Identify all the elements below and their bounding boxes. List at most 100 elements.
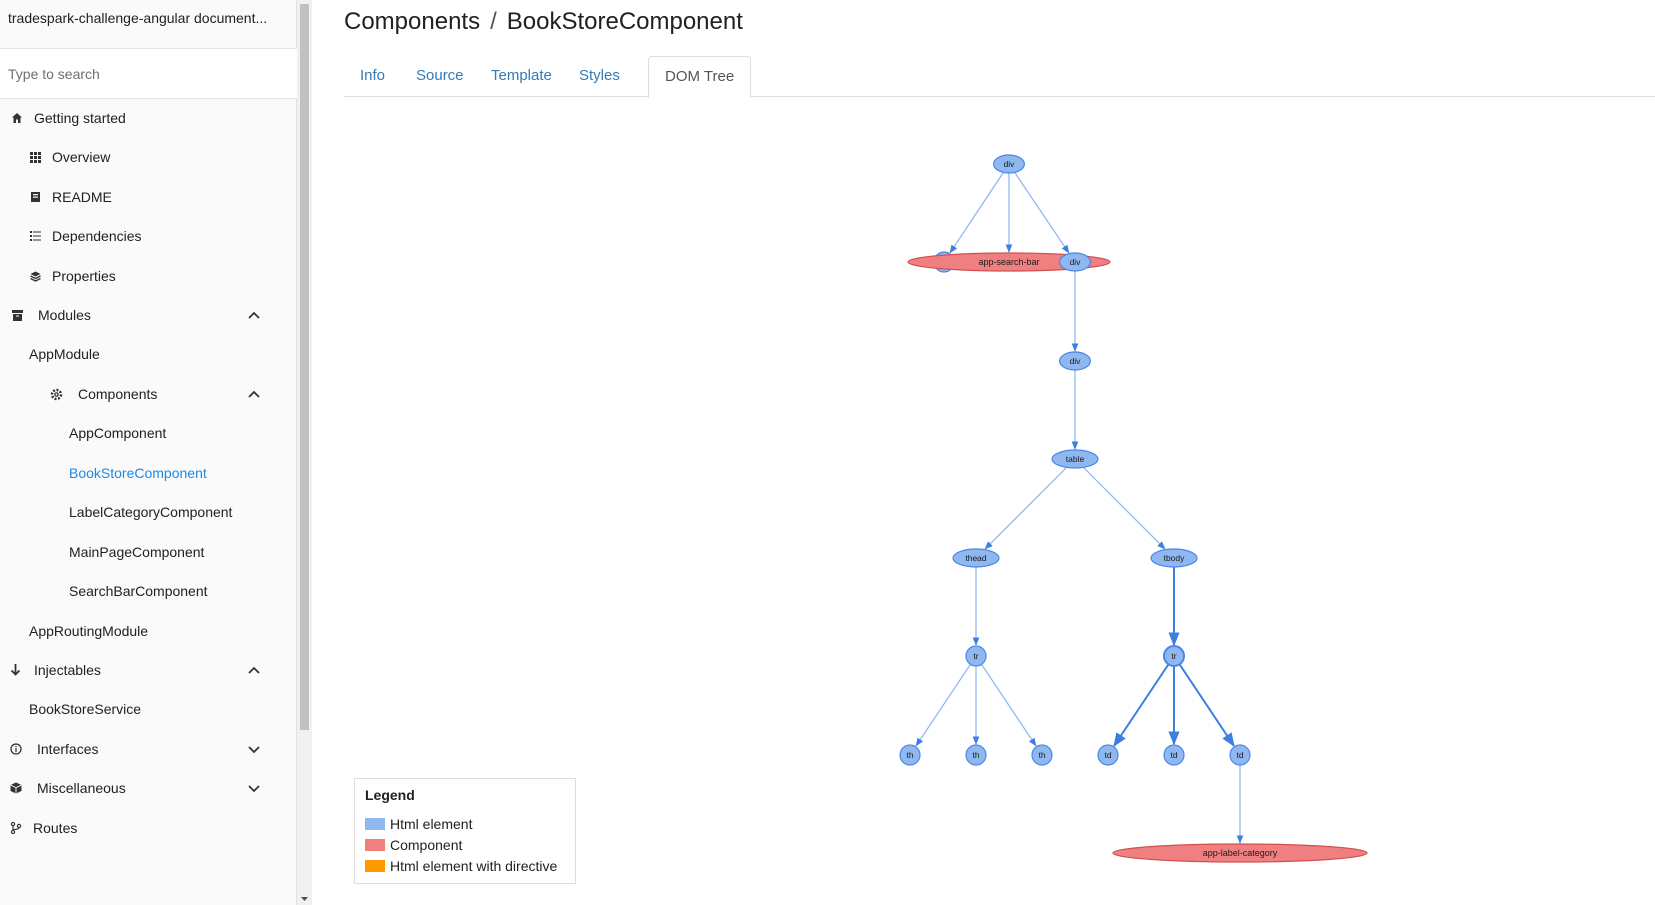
routes-icon [9,821,23,835]
tree-node-shape [899,744,921,766]
sidebar-item-appmodule[interactable]: AppModule [0,336,297,372]
tree-node-label: table [1066,454,1085,464]
tree-edge [949,172,1004,254]
sidebar-item-label: BookStoreComponent [69,465,207,481]
sidebar-item-label: Modules [38,307,91,323]
sidebar-item-labelcategorycomponent[interactable]: LabelCategoryComponent [0,494,297,530]
tree-node-shape [1163,744,1185,766]
tree-node-label: th [906,750,913,760]
sidebar-item-properties[interactable]: Properties [0,258,297,294]
sidebar-item-components[interactable]: Components [0,376,297,412]
sidebar-item-getting-started[interactable]: Getting started [0,100,297,136]
tree-node-label: th [1038,750,1045,760]
sidebar-item-appcomponent[interactable]: AppComponent [0,415,297,451]
project-title[interactable]: tradespark-challenge-angular document... [8,10,268,26]
sidebar-item-label: AppModule [29,346,100,362]
sidebar-item-readme[interactable]: README [0,179,297,215]
tree-node-label: th [972,750,979,760]
tree-node-label: thead [965,553,987,563]
tree-node-shape [1150,548,1198,568]
tree-node-app-label-category[interactable]: app-label-category [1112,843,1368,863]
tab-info[interactable]: Info [360,67,386,84]
tree-node-tr[interactable]: tr [1163,645,1185,667]
legend-title: Legend [365,787,415,803]
info-icon [9,742,23,756]
sidebar-item-approutingmodule[interactable]: AppRoutingModule [0,613,297,649]
tree-node-shape [992,154,1025,174]
chevron-up-icon[interactable] [247,387,261,401]
archive-icon [10,308,24,322]
tree-node-label: td [1104,750,1111,760]
sidebar-item-routes[interactable]: Routes [0,810,297,846]
tree-node-label: td [1236,750,1243,760]
sidebar-item-label: Dependencies [52,228,142,244]
home-icon [10,111,24,125]
sidebar-item-label: SearchBarComponent [69,583,208,599]
tree-node-tbody[interactable]: tbody [1150,548,1198,568]
sidebar-item-miscellaneous[interactable]: Miscellaneous [0,770,297,806]
arrow-down-icon [8,663,22,677]
layers-icon [28,269,42,283]
sidebar-item-bookstorecomponent[interactable]: BookStoreComponent [0,455,297,491]
sidebar-item-label: Injectables [34,662,101,678]
sidebar-item-mainpagecomponent[interactable]: MainPageComponent [0,534,297,570]
sidebar-item-searchbarcomponent[interactable]: SearchBarComponent [0,573,297,609]
breadcrumb-separator: / [490,8,497,35]
tree-node-shape [965,645,987,667]
tree-node-th[interactable]: th [965,744,987,766]
legend-item-component: Component [365,834,565,855]
tree-edge [1082,466,1166,550]
tree-node-shape [1163,645,1185,667]
sidebar-item-modules[interactable]: Modules [0,297,297,333]
sidebar-item-interfaces[interactable]: Interfaces [0,731,297,767]
sidebar-item-label: Properties [52,268,116,284]
legend-swatch [365,838,385,851]
tree-node-td[interactable]: td [1229,744,1251,766]
tab-bar: Info Source Template Styles DOM Tree [344,56,1655,98]
tab-styles[interactable]: Styles [579,67,620,84]
tree-node-table[interactable]: table [1051,449,1099,469]
tree-node-td[interactable]: td [1097,744,1119,766]
sidebar-item-label: Miscellaneous [37,780,126,796]
tree-node-thead[interactable]: thead [952,548,1000,568]
search-input[interactable] [0,49,297,99]
chevron-down-icon[interactable] [247,781,261,795]
tab-template[interactable]: Template [491,67,552,84]
chevron-up-icon[interactable] [247,663,261,677]
sidebar-item-injectables[interactable]: Injectables [0,652,297,688]
tree-node-th[interactable]: th [899,744,921,766]
sidebar-item-overview[interactable]: Overview [0,139,297,175]
tree-node-shape [1097,744,1119,766]
tree-edge [1178,663,1235,748]
tree-node-shape [965,744,987,766]
tree-node-td[interactable]: td [1163,744,1185,766]
breadcrumb-section[interactable]: Components [344,8,481,35]
chevron-up-icon[interactable] [247,308,261,322]
tree-node-label: tr [973,651,978,661]
legend-item-directive: Html element with directive [365,855,565,876]
tree-node-div[interactable]: div [992,154,1025,174]
sidebar-item-dependencies[interactable]: Dependencies [0,218,297,254]
chevron-down-icon[interactable] [247,742,261,756]
divider [0,48,297,49]
breadcrumb: Components/BookStoreComponent [344,8,743,36]
tree-node-label: tbody [1164,553,1186,563]
tab-source[interactable]: Source [416,67,464,84]
tree-node-div[interactable]: div [1058,252,1091,272]
tree-node-th[interactable]: th [1031,744,1053,766]
sidebar-item-label: MainPageComponent [69,544,205,560]
scroll-down-arrow-icon[interactable] [300,895,309,903]
tree-node-label: app-search-bar [978,257,1039,267]
tab-dom-tree[interactable]: DOM Tree [648,56,752,98]
tree-node-shape [952,548,1000,568]
sidebar-scrollbar-thumb[interactable] [300,4,309,730]
tree-node-app-search-bar[interactable]: app-search-bar [907,252,1111,272]
tree-node-div[interactable]: div [1058,351,1091,371]
tree-node-label: div [1070,356,1082,366]
tree-node-tr[interactable]: tr [965,645,987,667]
tree-node-shape [1051,449,1099,469]
sidebar-item-bookstoreservice[interactable]: BookStoreService [0,691,297,727]
legend-label: Html element [390,815,473,832]
tree-node-label: tr [1171,651,1176,661]
